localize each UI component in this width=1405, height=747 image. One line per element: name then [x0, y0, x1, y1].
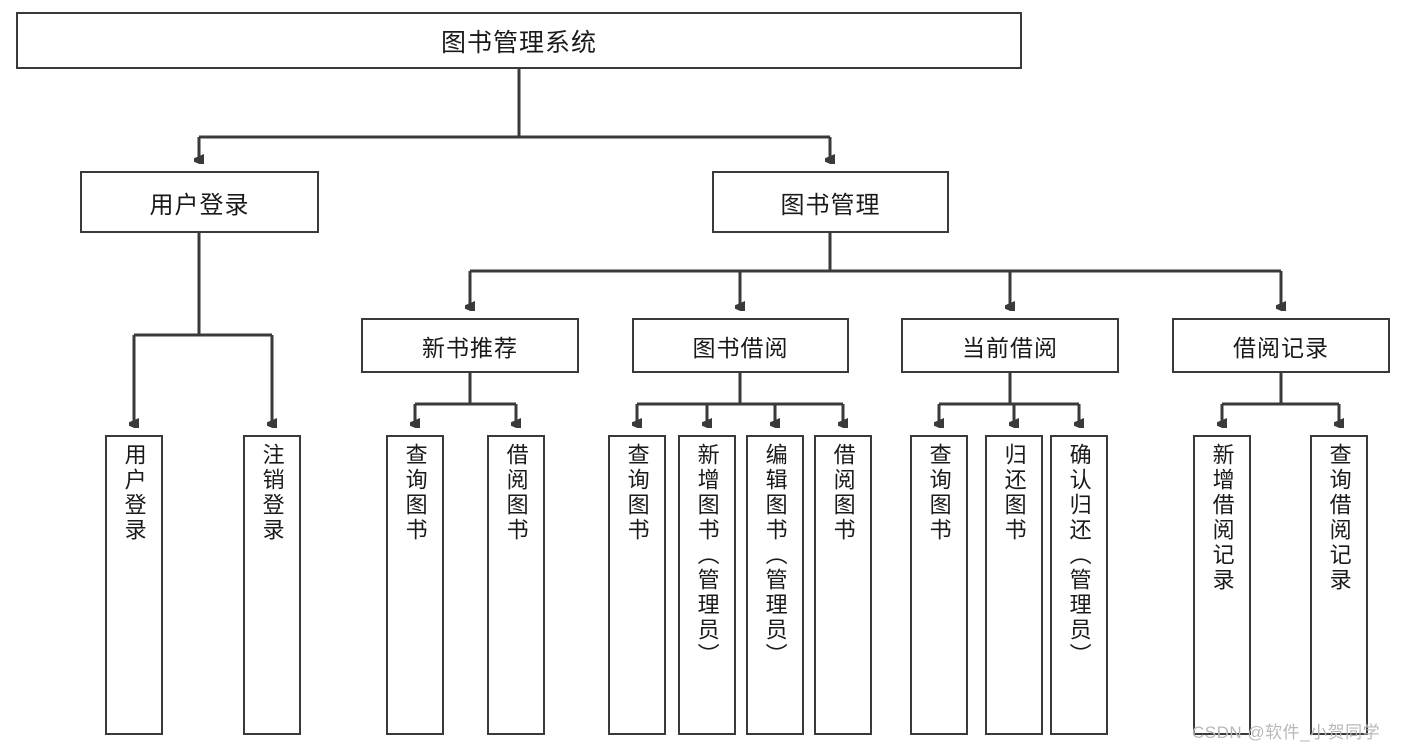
node-leaf-query-book-current[interactable]: 查询图书 [910, 435, 968, 735]
node-leaf-borrow-book[interactable]: 借阅图书 [814, 435, 872, 735]
node-new-book-recommend-label: 新书推荐 [422, 334, 518, 361]
node-leaf-confirm-return-admin[interactable]: 确认归还（管理员） [1050, 435, 1108, 735]
node-book-management[interactable]: 图书管理 [712, 171, 949, 233]
node-leaf-query-book-rec-label: 查询图书 [402, 443, 428, 543]
node-leaf-add-book-admin[interactable]: 新增图书（管理员） [678, 435, 736, 735]
node-leaf-confirm-return-admin-label: 确认归还（管理员） [1066, 443, 1092, 668]
node-leaf-user-logout[interactable]: 注销登录 [243, 435, 301, 735]
node-book-borrow[interactable]: 图书借阅 [632, 318, 849, 373]
node-leaf-return-book-label: 归还图书 [1001, 443, 1027, 543]
node-leaf-query-book-rec[interactable]: 查询图书 [386, 435, 444, 735]
node-leaf-borrow-book-rec-label: 借阅图书 [503, 443, 529, 543]
node-new-book-recommend[interactable]: 新书推荐 [361, 318, 579, 373]
node-current-borrow-label: 当前借阅 [962, 334, 1058, 361]
csdn-watermark: CSDN @软件_小贺同学 [1192, 723, 1381, 742]
node-leaf-user-logout-label: 注销登录 [259, 443, 285, 543]
node-leaf-query-borrow-record-label: 查询借阅记录 [1326, 443, 1352, 593]
node-leaf-add-book-admin-label: 新增图书（管理员） [694, 443, 720, 668]
node-leaf-add-borrow-record[interactable]: 新增借阅记录 [1193, 435, 1251, 735]
node-borrow-record[interactable]: 借阅记录 [1172, 318, 1390, 373]
node-leaf-add-borrow-record-label: 新增借阅记录 [1209, 443, 1235, 593]
node-leaf-edit-book-admin[interactable]: 编辑图书（管理员） [746, 435, 804, 735]
node-user-login[interactable]: 用户登录 [80, 171, 319, 233]
node-leaf-user-login[interactable]: 用户登录 [105, 435, 163, 735]
node-leaf-borrow-book-rec[interactable]: 借阅图书 [487, 435, 545, 735]
node-leaf-query-book-current-label: 查询图书 [926, 443, 952, 543]
node-leaf-edit-book-admin-label: 编辑图书（管理员） [762, 443, 788, 668]
node-user-login-label: 用户登录 [149, 191, 250, 219]
node-leaf-return-book[interactable]: 归还图书 [985, 435, 1043, 735]
node-leaf-query-borrow-record[interactable]: 查询借阅记录 [1310, 435, 1368, 735]
node-book-borrow-label: 图书借阅 [692, 334, 789, 361]
node-borrow-record-label: 借阅记录 [1233, 334, 1329, 361]
node-leaf-query-book-borrow[interactable]: 查询图书 [608, 435, 666, 735]
node-root-label: 图书管理系统 [440, 28, 597, 57]
node-root[interactable]: 图书管理系统 [16, 12, 1022, 69]
node-leaf-borrow-book-label: 借阅图书 [830, 443, 856, 543]
node-book-management-label: 图书管理 [780, 191, 881, 219]
node-current-borrow[interactable]: 当前借阅 [901, 318, 1119, 373]
node-leaf-query-book-borrow-label: 查询图书 [624, 443, 650, 543]
node-leaf-user-login-label: 用户登录 [121, 443, 147, 543]
